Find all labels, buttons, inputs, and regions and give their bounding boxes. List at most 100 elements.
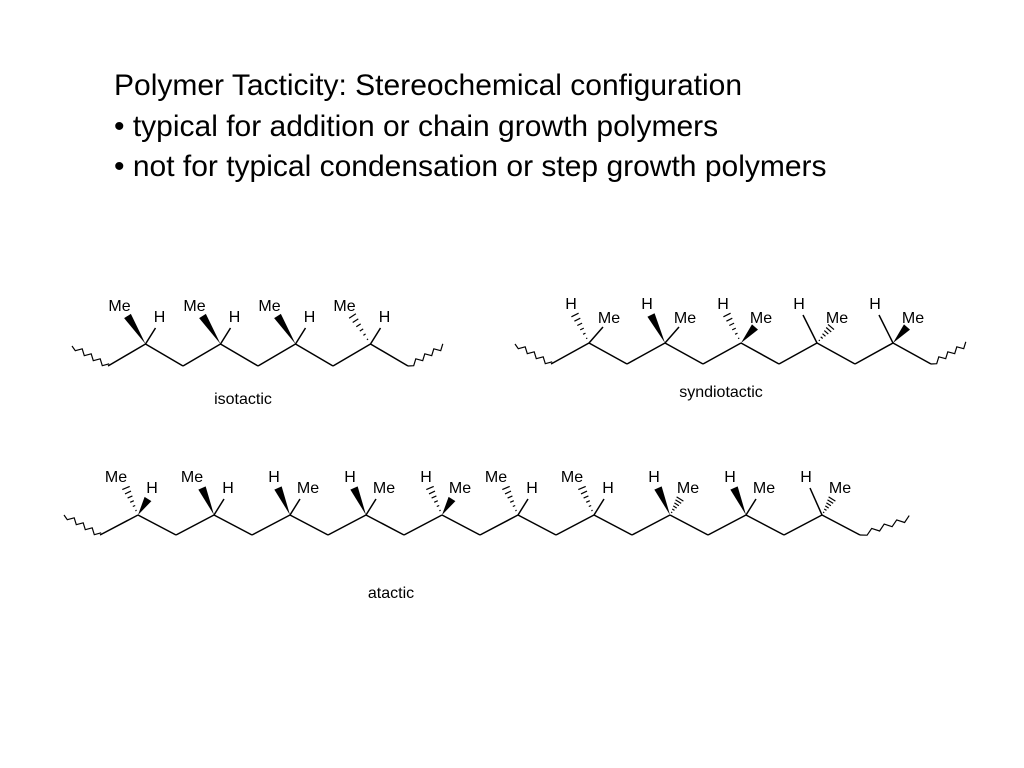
hydrogen-label: H: [800, 469, 812, 486]
hydrogen-label: H: [222, 480, 234, 497]
hashed-bond: [822, 496, 836, 514]
hashed-bond: [670, 496, 684, 514]
bullet-item: • not for typical condensation or step g…: [114, 150, 827, 183]
wavy-chain-end: [63, 514, 102, 536]
backbone-bond: [669, 514, 709, 536]
backbone-bond: [555, 514, 595, 536]
hydrogen-label: H: [641, 296, 653, 313]
backbone-bond: [295, 343, 334, 367]
methyl-label: Me: [753, 480, 775, 497]
plain-bond: [664, 326, 680, 344]
plain-bond: [593, 498, 605, 516]
methyl-label: Me: [181, 469, 203, 486]
methyl-label: Me: [333, 298, 355, 315]
wavy-chain-end: [71, 345, 110, 367]
backbone-bond: [182, 343, 221, 367]
backbone-bond: [892, 342, 932, 365]
backbone-bond: [99, 514, 139, 536]
methyl-label: Me: [598, 310, 620, 327]
hashed-bond: [426, 485, 441, 512]
backbone-bond: [332, 343, 371, 367]
backbone-bond: [816, 342, 856, 365]
backbone-bond: [213, 514, 253, 536]
hashed-bond: [502, 485, 517, 512]
methyl-label: Me: [258, 298, 280, 315]
wedge-bond: [654, 486, 670, 515]
backbone-bond: [370, 343, 409, 367]
wedge-bond: [350, 486, 366, 515]
plain-bond: [878, 314, 894, 344]
plain-bond: [144, 327, 157, 345]
wavy-chain-end: [859, 515, 910, 536]
hydrogen-label: H: [648, 469, 660, 486]
backbone-bond: [740, 342, 780, 365]
plain-bond: [219, 327, 232, 345]
plain-bond: [294, 327, 307, 345]
hydrogen-label: H: [379, 309, 391, 326]
backbone-bond: [593, 514, 633, 536]
backbone-bond: [145, 343, 184, 367]
methyl-label: Me: [829, 480, 851, 497]
backbone-bond: [365, 514, 405, 536]
wedge-bond: [741, 324, 759, 343]
wedge-bond: [274, 486, 290, 515]
backbone-bond: [441, 514, 481, 536]
backbone-bond: [783, 514, 823, 536]
plain-bond: [369, 327, 382, 345]
backbone-bond: [257, 343, 296, 367]
hashed-bond: [571, 312, 588, 340]
backbone-bond: [403, 514, 443, 536]
methyl-label: Me: [674, 310, 696, 327]
slide-title: Polymer Tacticity: Stereochemical config…: [114, 69, 743, 102]
hashed-bond: [578, 485, 593, 512]
hydrogen-label: H: [229, 309, 241, 326]
backbone-bond: [289, 514, 329, 536]
methyl-label: Me: [297, 480, 319, 497]
isotactic-caption: isotactic: [214, 391, 272, 408]
plain-bond: [289, 498, 301, 516]
backbone-bond: [175, 514, 215, 536]
wedge-bond: [647, 313, 665, 343]
hydrogen-label: H: [724, 469, 736, 486]
backbone-bond: [745, 514, 785, 536]
methyl-label: Me: [485, 469, 507, 486]
hydrogen-label: H: [565, 296, 577, 313]
methyl-label: Me: [108, 298, 130, 315]
backbone-bond: [137, 514, 177, 536]
methyl-label: Me: [902, 310, 924, 327]
backbone-bond: [778, 342, 818, 365]
methyl-label: Me: [449, 480, 471, 497]
wavy-chain-end: [930, 341, 967, 365]
hashed-bond: [818, 323, 835, 342]
hashed-bond: [122, 485, 137, 512]
backbone-bond: [854, 342, 894, 365]
wavy-chain-end: [514, 343, 553, 365]
bullet-item: • typical for addition or chain growth p…: [114, 109, 719, 143]
methyl-label: Me: [373, 480, 395, 497]
backbone-bond: [702, 342, 742, 365]
atactic-caption: atactic: [368, 585, 414, 602]
hydrogen-label: H: [268, 469, 280, 486]
hydrogen-label: H: [869, 296, 881, 313]
hashed-bond: [348, 313, 369, 341]
wedge-bond: [198, 486, 214, 515]
backbone-bond: [631, 514, 671, 536]
hydrogen-label: H: [717, 296, 729, 313]
wedge-bond: [442, 496, 456, 515]
hydrogen-label: H: [602, 480, 614, 497]
backbone-bond: [251, 514, 291, 536]
backbone-bond: [821, 514, 861, 536]
plain-bond: [745, 498, 757, 516]
wedge-bond: [274, 313, 296, 344]
wedge-bond: [199, 313, 221, 344]
methyl-label: Me: [561, 469, 583, 486]
wedge-bond: [893, 324, 911, 343]
hashed-bond: [723, 312, 740, 340]
backbone-bond: [220, 343, 259, 367]
wedge-bond: [124, 313, 146, 344]
slide-text-block: Polymer Tacticity: Stereochemical config…: [114, 66, 994, 188]
wedge-bond: [730, 486, 746, 515]
